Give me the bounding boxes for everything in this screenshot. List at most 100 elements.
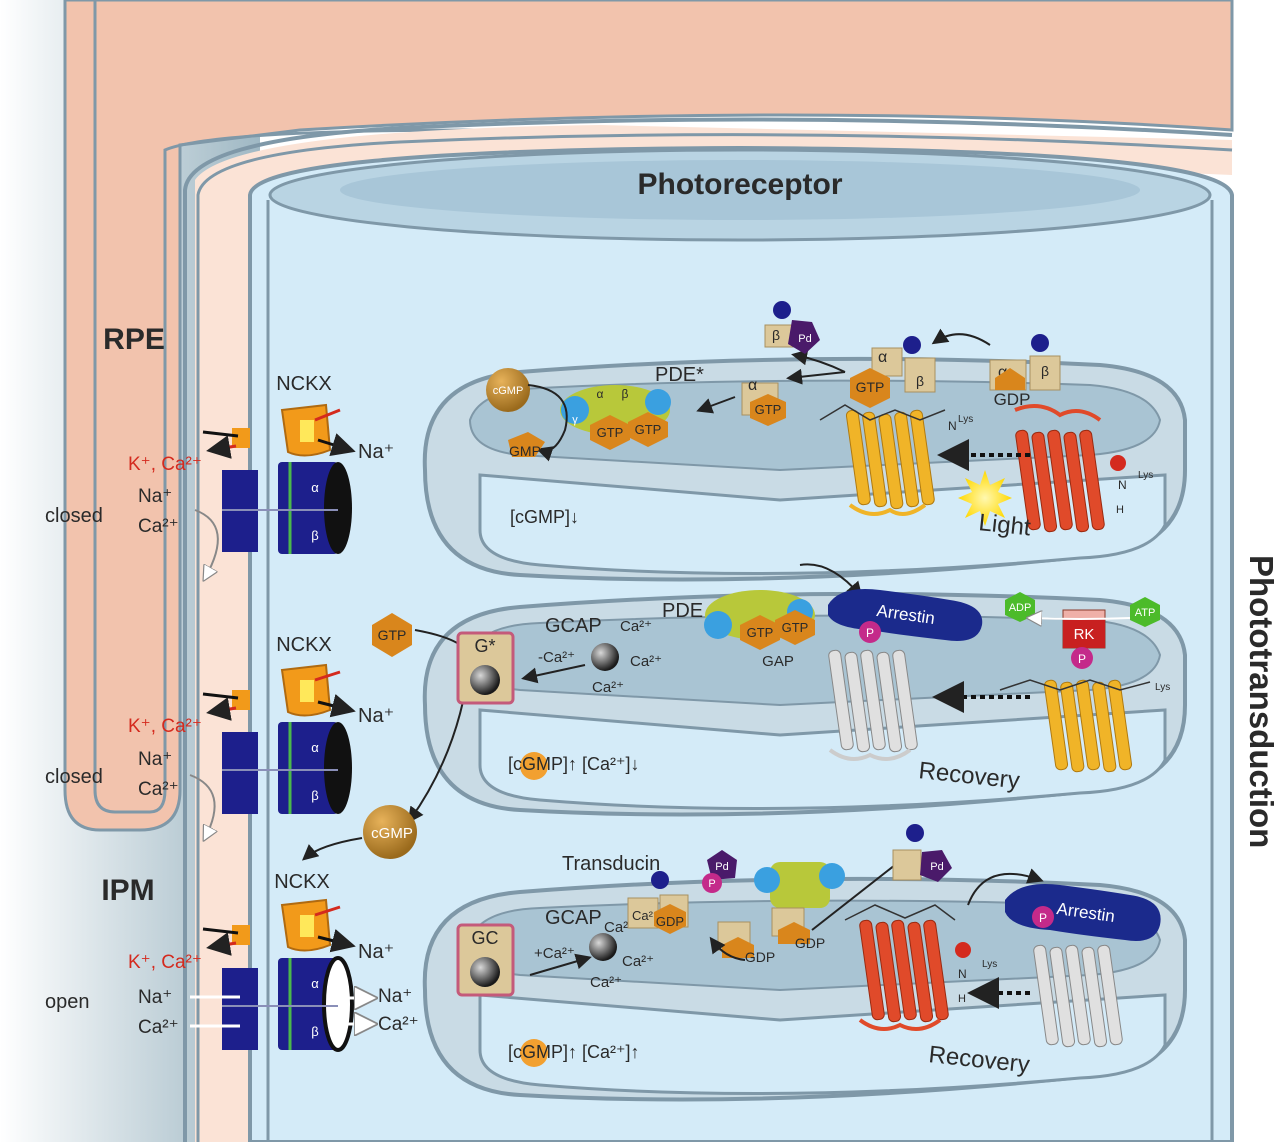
- transducin-gamma: [651, 871, 669, 889]
- rhodopsin-kinase-front: [1063, 618, 1105, 648]
- gtp-hexagon: [628, 412, 668, 447]
- pd-label: Pd: [715, 861, 728, 873]
- transducin-link: [811, 864, 896, 931]
- n-label: N: [958, 967, 967, 981]
- ca-in-label: Ca²⁺: [138, 1017, 179, 1038]
- retinal-chain: [844, 904, 956, 921]
- lys-label: Lys: [982, 959, 997, 970]
- gap-label: GAP: [762, 653, 794, 670]
- nckx-red-arrow: [314, 408, 341, 422]
- phosducin: [920, 850, 952, 882]
- nckx-label: NCKX: [276, 373, 332, 395]
- gmp-label: GMP: [509, 443, 541, 459]
- betagamma-release-arrow: [791, 349, 846, 373]
- h-label: H: [1116, 504, 1124, 516]
- photoreceptor-label: Photoreceptor: [637, 168, 842, 201]
- transducin-label: Transducin: [562, 853, 660, 875]
- alpha-label: α: [597, 387, 604, 401]
- disc1-status: [cGMP]↓: [510, 507, 579, 527]
- gtp-hexagon: [775, 610, 815, 645]
- nckx-red-arrow: [314, 905, 341, 917]
- reassembly-arrow: [709, 936, 746, 961]
- gdp-label: GDP: [656, 914, 684, 929]
- top-disc-shade: [340, 160, 1140, 220]
- transducin-gamma: [773, 301, 791, 319]
- metarhodopsin: [845, 409, 935, 516]
- na-in-label: Na⁺: [138, 987, 172, 1008]
- disc2-contents: GTP G* GCAP Ca²⁺ -Ca²⁺ Ca²⁺ Ca²⁺ PDE GTP…: [301, 563, 1170, 861]
- pde-gamma-left: [754, 867, 780, 893]
- light-icon: [958, 470, 1012, 526]
- ca-exit-label: Ca²⁺: [378, 1014, 419, 1035]
- ipm-label: IPM: [101, 874, 154, 907]
- phosphate: [702, 873, 722, 893]
- rpe-channel-black: [202, 692, 239, 700]
- transducin-binding-arrow: [931, 328, 991, 346]
- gtp-label: GTP: [856, 379, 885, 395]
- pde-star-label: PDE*: [655, 364, 704, 386]
- gdp-label: GDP: [745, 949, 775, 965]
- na-out-label: Na⁺: [358, 941, 394, 963]
- ca-in-label: Ca²⁺: [138, 779, 179, 800]
- beta-subunit: β: [311, 528, 318, 543]
- nckx-red-arrow: [314, 670, 341, 682]
- na-in-label: Na⁺: [138, 486, 172, 507]
- gc-to-gcap-arrow: [529, 953, 592, 976]
- pde-gamma-right: [819, 863, 845, 889]
- channel-state: open: [45, 991, 90, 1013]
- cng-channel: [278, 722, 338, 814]
- transducin-beta-active: [904, 357, 936, 393]
- gamma-label: γ: [572, 414, 578, 426]
- n-label: N: [948, 419, 957, 433]
- pd-label: Pd: [930, 861, 943, 873]
- rpe-channel-red: [206, 697, 237, 721]
- gtp-hexagon: [590, 415, 630, 450]
- phosphate-label: P: [1078, 652, 1086, 666]
- gtp-label: GTP: [782, 620, 809, 635]
- cng-channel-opening: [324, 462, 352, 554]
- gtp-hexagon: [740, 615, 780, 650]
- outer-membrane: [183, 117, 1233, 1142]
- gtp-label: GTP: [378, 627, 407, 643]
- pde-inactive: [770, 862, 830, 908]
- rk-label: RK: [1074, 626, 1095, 643]
- phosphate: [1032, 906, 1054, 928]
- disc1-contents: GTP GTP α β γ PDE* cGMP GMP α GTP β Pd α…: [486, 301, 1153, 541]
- alpha-label: α: [878, 349, 887, 366]
- na-exit-label: Na⁺: [378, 986, 412, 1007]
- na-out-label: Na⁺: [358, 441, 394, 463]
- channel-group-2: NCKX Na⁺ α β K⁺, Ca²⁺ closed Na⁺ Ca²⁺: [45, 634, 394, 838]
- cgmp-dot: [520, 1039, 548, 1067]
- pde-gamma-left: [704, 611, 732, 639]
- channel-group-1: NCKX Na⁺ α β K⁺, Ca²⁺ closed Na⁺ Ca²⁺: [45, 373, 394, 578]
- cng-channel-left: [222, 968, 258, 1050]
- phosphate-label: P: [708, 878, 715, 890]
- cgmp-label: cGMP: [371, 825, 413, 842]
- gcap-ball: [470, 665, 500, 695]
- alpha-subunit: α: [311, 976, 319, 991]
- transducin-alpha: [627, 897, 659, 929]
- ca-in-label: Ca²⁺: [138, 516, 179, 537]
- ion-flow-arrow: [189, 774, 215, 838]
- gdp-molecule: [995, 368, 1025, 390]
- gc-label: GC: [472, 928, 499, 948]
- rpe-channel-red: [206, 435, 237, 459]
- phototransduction-label: Phototransduction: [1243, 555, 1280, 848]
- nckx-na-arrow: [317, 928, 356, 953]
- gtp-hexagon: [750, 394, 786, 426]
- gdp-label: GDP: [795, 935, 825, 951]
- gtp-label: GTP: [747, 625, 774, 640]
- protonated-schiff-base: [1110, 455, 1126, 471]
- alpha-label: α: [998, 364, 1007, 381]
- plus-ca-label: +Ca²⁺: [534, 945, 575, 962]
- beta-subunit: β: [311, 788, 318, 803]
- cng-channel: [278, 462, 338, 554]
- gtp-label: GTP: [597, 425, 624, 440]
- beta-label: β: [1041, 363, 1049, 379]
- pde-label: PDE: [662, 600, 703, 622]
- protonated-schiff-base: [955, 942, 971, 958]
- ca-label: Ca²⁺: [630, 653, 662, 670]
- lys-label: Lys: [1155, 682, 1170, 693]
- gcap-ball: [589, 933, 617, 961]
